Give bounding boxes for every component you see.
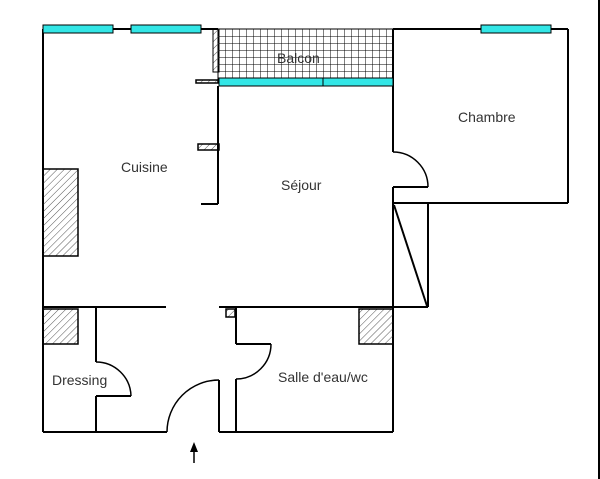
arrow-up-icon	[190, 442, 198, 463]
bathroom-door-arc	[235, 343, 272, 380]
hatched-blocks	[42, 79, 394, 345]
door-swings	[95, 151, 429, 433]
balcony-small-hatch	[195, 79, 219, 84]
bathroom-hatch-block	[358, 308, 394, 345]
room-label-cuisine: Cuisine	[121, 159, 168, 175]
room-label-salle-deau-wc: Salle d'eau/wc	[278, 369, 368, 385]
window-cuisine-2	[130, 24, 202, 34]
cuisine-small-hatch	[197, 143, 220, 151]
entrance-door-arc	[166, 379, 220, 433]
room-label-sejour: Séjour	[281, 177, 322, 193]
window-sejour-1	[218, 77, 324, 87]
tiny-hatch-block	[225, 308, 236, 318]
chambre-door-arc	[392, 151, 429, 188]
balcony-wall-hatch	[212, 28, 220, 73]
frame-border	[598, 0, 600, 479]
window-sejour-2	[322, 77, 394, 87]
balcony-grid	[217, 28, 394, 80]
room-label-dressing: Dressing	[52, 372, 107, 388]
room-label-chambre: Chambre	[458, 109, 516, 125]
dressing-hatch-block	[42, 308, 79, 345]
window-cuisine-1	[42, 24, 114, 34]
window-chambre	[480, 24, 552, 34]
windows	[42, 24, 552, 87]
room-label-balcon: Balcon	[277, 50, 320, 66]
dressing-door-arc	[95, 361, 132, 397]
cuisine-hatch-block	[42, 168, 79, 257]
